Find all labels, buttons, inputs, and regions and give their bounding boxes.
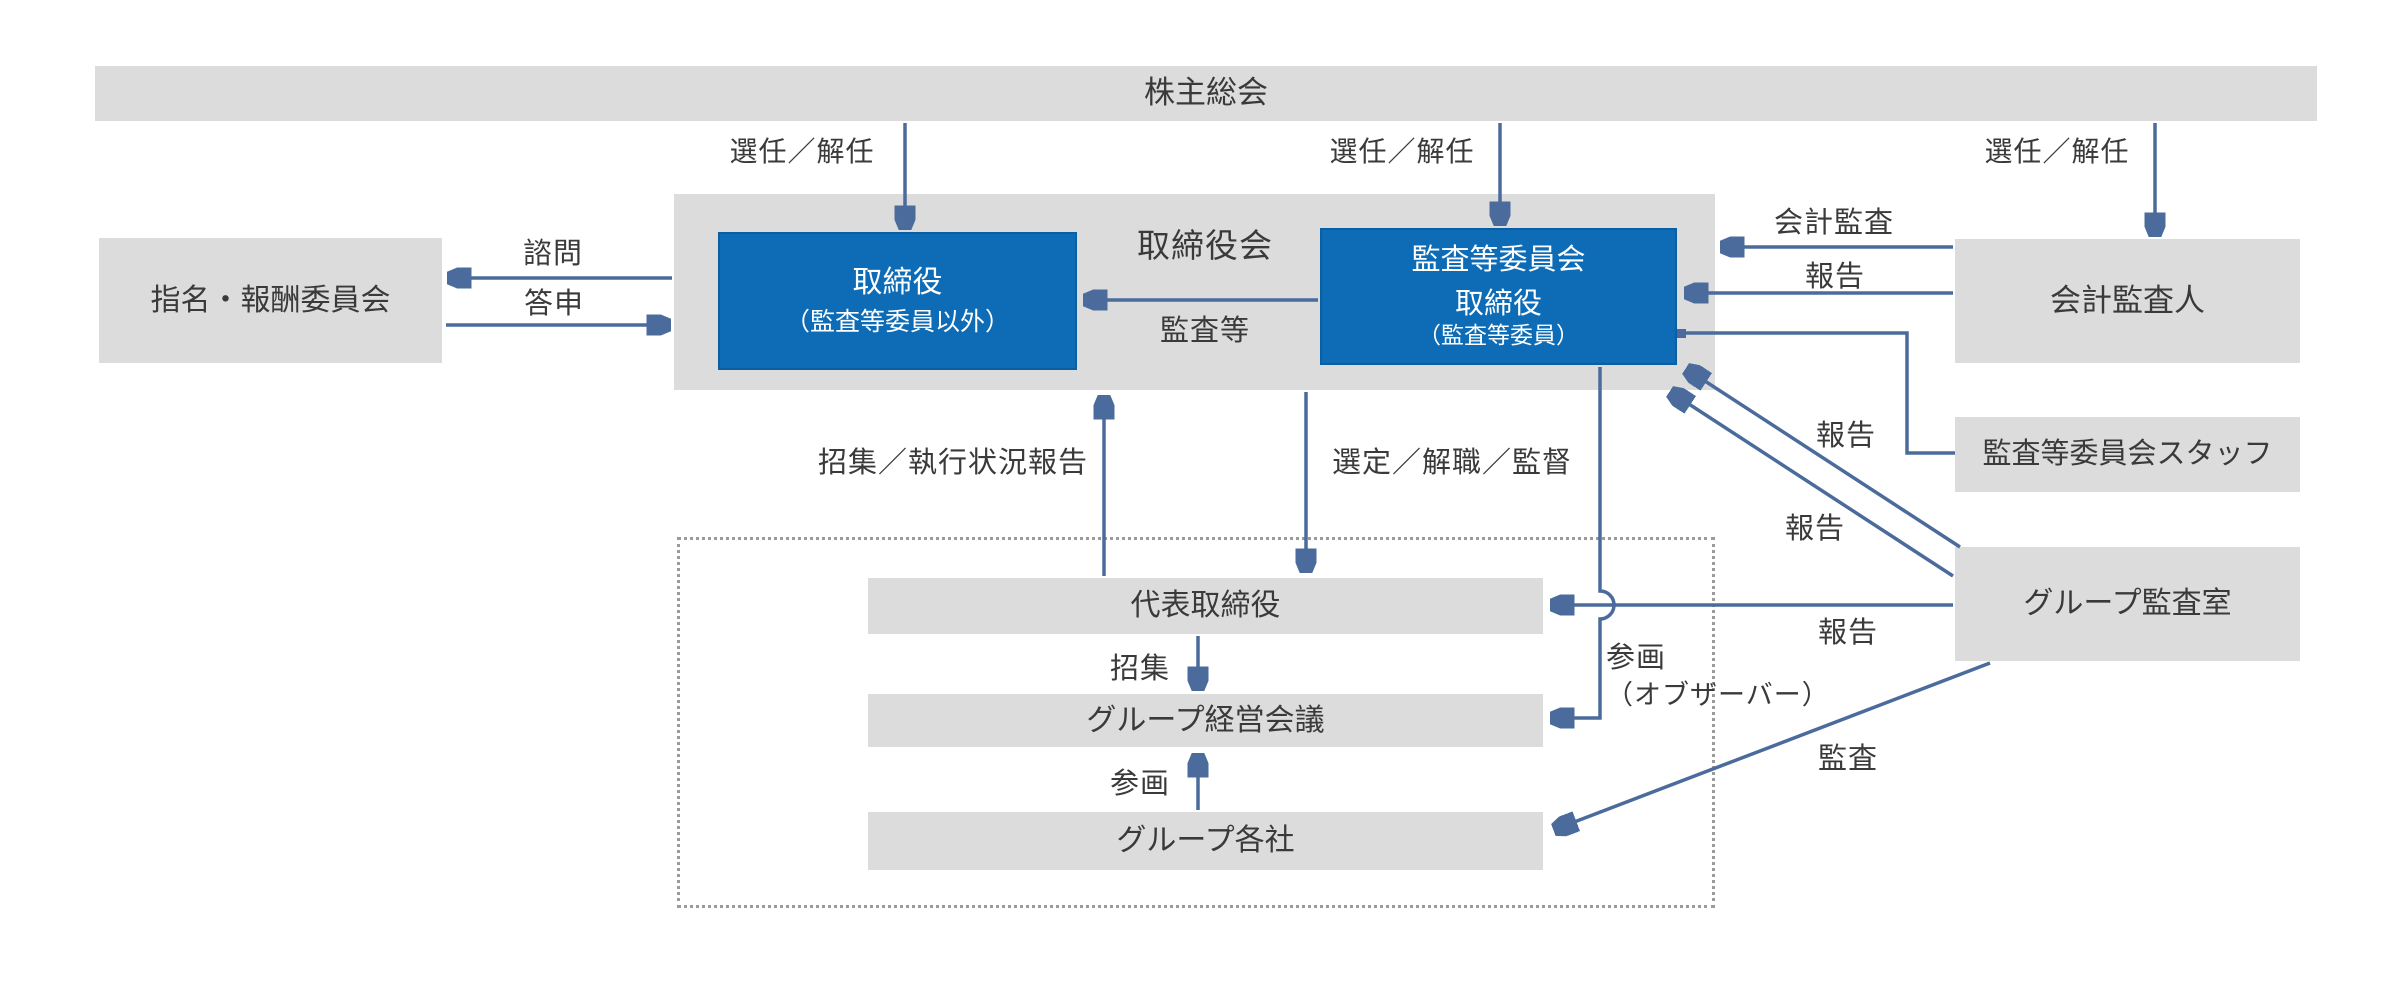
label-participation-observer: 参画 （オブザーバー） <box>1606 640 1830 714</box>
node-group-audit-office-label: グループ監査室 <box>2023 587 2232 621</box>
label-report-from-accounting-auditor: 報告 <box>1804 261 1866 293</box>
node-audit-committee: 監査等委員会 取締役 （監査等委員） <box>1320 228 1677 365</box>
label-participation-observer-line1: 参画 <box>1606 642 1667 674</box>
node-group-audit-office: グループ監査室 <box>1955 547 2300 661</box>
node-directors-line1: 取締役 <box>852 266 943 299</box>
label-convene: 招集 <box>1109 653 1171 685</box>
node-audit-committee-line3: （監査等委員） <box>1418 322 1579 348</box>
node-representative-director-label: 代表取締役 <box>1130 589 1281 623</box>
label-participation: 参画 <box>1109 768 1171 800</box>
node-nomination-compensation-committee-label: 指名・報酬委員会 <box>150 283 391 317</box>
label-report-to-representative-director: 報告 <box>1817 617 1879 649</box>
label-participation-observer-line2: （オブザーバー） <box>1606 680 1830 710</box>
label-convene-execution-status-report: 招集／執行状況報告 <box>817 447 1089 479</box>
node-group-management-meeting-label: グループ経営会議 <box>1086 703 1325 737</box>
label-appoint-dismiss-directors: 選任／解任 <box>729 136 875 167</box>
node-directors-line2: （監査等委員以外） <box>784 308 1010 336</box>
node-shareholders-meeting-label: 株主総会 <box>1144 75 1268 111</box>
node-group-companies-label: グループ各社 <box>1116 824 1295 858</box>
node-directors: 取締役 （監査等委員以外） <box>718 232 1077 370</box>
node-audit-committee-staff: 監査等委員会スタッフ <box>1955 417 2300 492</box>
node-audit-committee-staff-label: 監査等委員会スタッフ <box>1982 438 2273 471</box>
node-accounting-auditor: 会計監査人 <box>1955 239 2300 363</box>
node-group-management-meeting: グループ経営会議 <box>868 694 1543 747</box>
label-board-of-directors: 取締役会 <box>1137 227 1273 264</box>
label-report-from-staff: 報告 <box>1815 420 1877 452</box>
node-representative-director: 代表取締役 <box>868 578 1543 634</box>
label-audit-etc: 監査等 <box>1159 315 1251 347</box>
node-accounting-auditor-label: 会計監査人 <box>2050 282 2205 318</box>
label-audit: 監査 <box>1817 743 1879 775</box>
label-select-dismiss-supervise: 選定／解職／監督 <box>1331 447 1573 479</box>
node-audit-committee-line1: 監査等委員会 <box>1411 244 1586 277</box>
label-consultation: 諮問 <box>522 238 584 270</box>
node-nomination-compensation-committee: 指名・報酬委員会 <box>99 238 442 363</box>
label-appoint-dismiss-audit-committee: 選任／解任 <box>1329 136 1475 167</box>
label-report-back: 答申 <box>523 288 585 320</box>
label-appoint-dismiss-accounting-auditor: 選任／解任 <box>1984 136 2130 167</box>
label-report-to-board-and-committee: 報告 <box>1784 513 1846 545</box>
node-audit-committee-line2: 取締役 <box>1454 288 1542 321</box>
node-group-companies: グループ各社 <box>868 812 1543 870</box>
label-accounting-audit: 会計監査 <box>1773 207 1895 239</box>
node-shareholders-meeting: 株主総会 <box>95 66 2317 121</box>
